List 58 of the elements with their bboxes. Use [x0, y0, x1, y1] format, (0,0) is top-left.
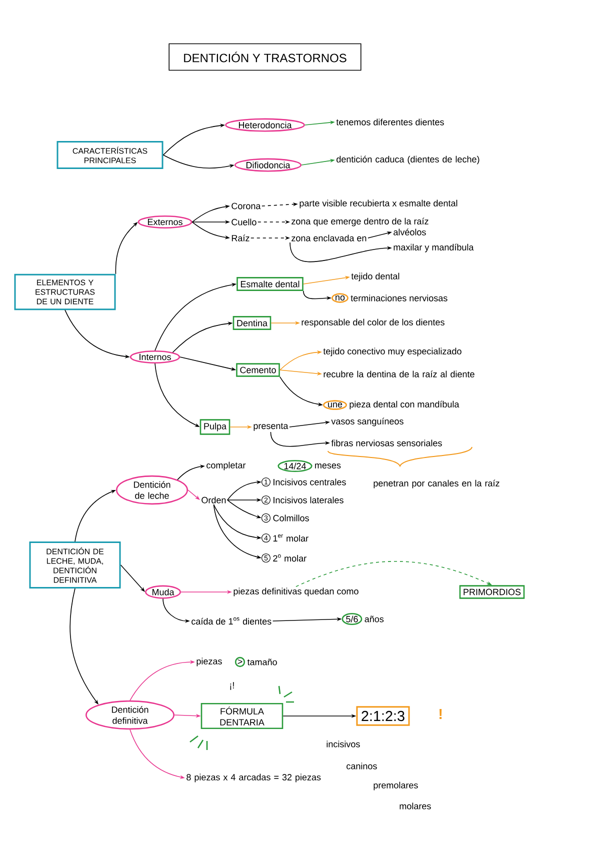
note-text: tejido conectivo muy especializado: [323, 348, 462, 356]
note-text: incisivos: [326, 740, 360, 748]
term-box: FÓRMULA DENTARIA: [200, 702, 284, 730]
note-text: fibras nerviosas sensoriales: [331, 440, 442, 446]
note-text: piezas definitivas quedan como: [234, 588, 358, 596]
note-text: terminaciones nerviosas: [350, 294, 448, 302]
arrow: [188, 490, 200, 500]
note-text: piezas: [196, 658, 222, 666]
note-text: ¡!: [230, 682, 234, 690]
note-text: Cuello: [232, 218, 256, 226]
topic-box: DENTICIÓN DE LECHE, MUDA, DENTICIÓN DEFINITIVA: [29, 542, 121, 588]
topic-box: CARACTERÍSTICAS PRINCIPALES: [56, 141, 164, 170]
note-text: premolares: [374, 782, 418, 790]
note-text: caída de 1$^{os}$ dientes: [192, 617, 272, 625]
circled-number: 5/6: [342, 612, 362, 626]
term-box: Pulpa: [200, 419, 230, 435]
term-box: Cemento: [236, 363, 280, 377]
note-text: recubre la dentina de la raíz al diente: [324, 370, 474, 378]
note-text: Raíz: [232, 234, 250, 242]
formula-box: 2:1:2:3: [356, 706, 410, 726]
note-text: Corona: [232, 202, 261, 210]
note-text: tenemos diferentes dientes: [336, 118, 444, 126]
note-text: pieza dental con mandíbula: [350, 400, 460, 410]
note-text: zona enclavada en: [292, 234, 366, 242]
circled-word: une: [323, 400, 347, 410]
note-text: dentición caduca (dientes de leche): [336, 156, 480, 164]
note-text: tejido dental: [351, 272, 400, 282]
note-text: 1$^{er}$ molar: [273, 534, 308, 542]
note-text: alvéolos: [394, 228, 426, 236]
note-text: meses: [315, 464, 341, 468]
note-text: años: [364, 616, 384, 622]
note-text: Incisivos centrales: [274, 478, 346, 486]
note-text: presenta: [254, 423, 288, 431]
term-box: Esmalte dental: [236, 277, 304, 291]
note-text: molares: [400, 802, 431, 810]
circled-number: >: [234, 656, 246, 668]
note-text: 2$^{o}$ molar: [273, 554, 306, 562]
term-box: Dentina: [232, 316, 272, 330]
note-text: maxilar y mandíbula: [394, 244, 474, 252]
note-text: responsable del color de los dientes: [302, 318, 444, 328]
circled-number: 14/24: [278, 460, 312, 472]
term-box: PRIMORDIOS: [459, 585, 525, 599]
note-text: tamaño: [247, 658, 277, 666]
circled-word: no: [332, 293, 348, 303]
note-text: Orden: [202, 496, 226, 504]
note-text: caninos: [346, 762, 377, 770]
note-text: penetran por canales en la raíz: [374, 480, 500, 488]
note-text: 8 piezas x 4 arcadas = 32 piezas: [186, 774, 321, 782]
note-text: vasos sanguíneos: [331, 418, 404, 426]
note-text: !: [440, 709, 442, 719]
arrow: [120, 564, 145, 592]
note-text: zona que emerge dentro de la raíz: [292, 218, 428, 226]
topic-box: ELEMENTOS Y ESTRUCTURAS DE UN DIENTE: [14, 274, 116, 310]
title-box: DENTICIÓN Y TRASTORNOS: [168, 43, 362, 71]
note-text: Incisivos laterales: [274, 496, 344, 504]
note-text: Colmillos: [273, 514, 309, 522]
note-text: parte visible recubierta x esmalte dental: [300, 200, 458, 208]
note-text: completar: [206, 462, 246, 470]
